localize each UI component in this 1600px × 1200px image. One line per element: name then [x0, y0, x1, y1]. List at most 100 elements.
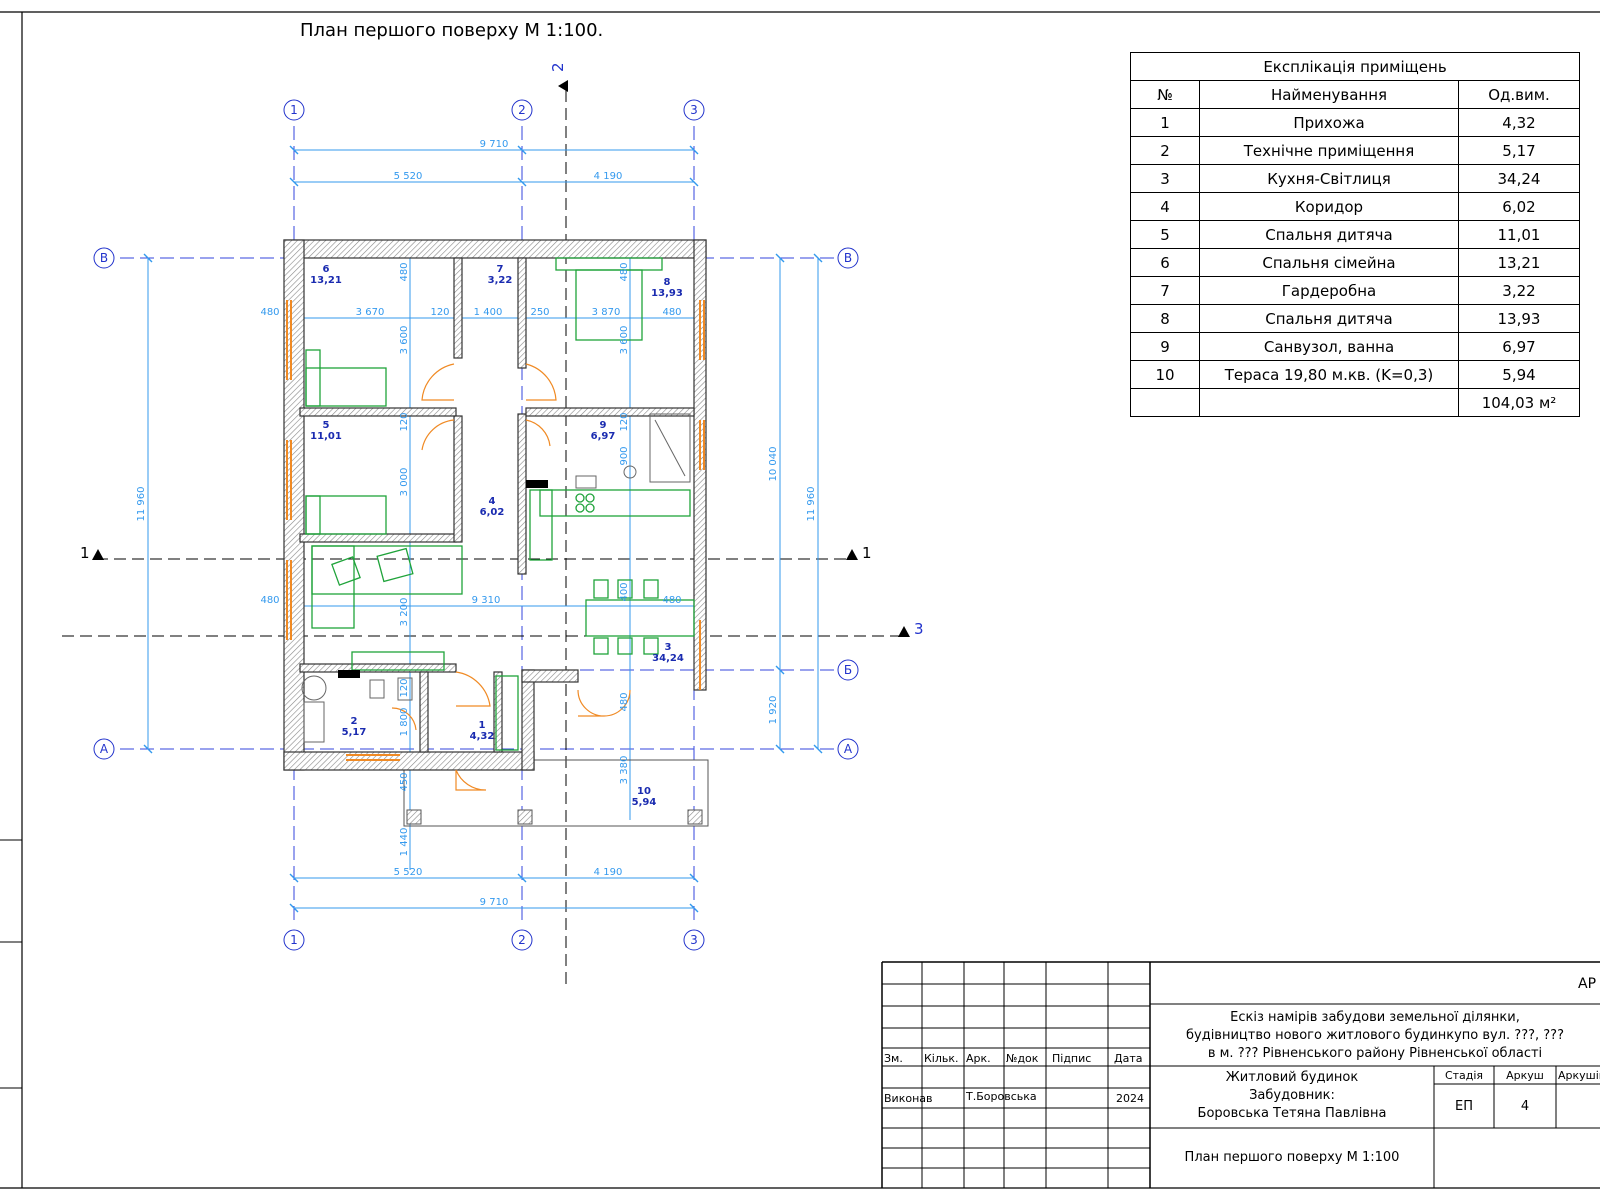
axis-bubble	[511, 99, 533, 121]
dim-3200: 3 200	[399, 598, 410, 627]
dim-250: 250	[530, 307, 549, 318]
cell-area: 13,93	[1458, 304, 1580, 333]
cell-no: 1	[1130, 108, 1200, 137]
dim-3000: 3 000	[399, 468, 410, 497]
walls	[283, 239, 707, 771]
axis-bubble	[283, 99, 305, 121]
dim-9310: 9 310	[472, 595, 501, 606]
room-number-1: 1	[479, 720, 486, 731]
dim-480-right-2: 480	[662, 595, 681, 606]
header-sheet: Арк.	[966, 1052, 991, 1065]
dim-480-right: 480	[662, 307, 681, 318]
cell-name: Кухня-Світлиця	[1199, 164, 1459, 193]
building-line-1: Житловий будинок	[1225, 1070, 1359, 1085]
dim-inner-height: 10 040	[768, 447, 779, 482]
room-area-8: 13,93	[651, 288, 683, 299]
dim-1400: 1 400	[474, 307, 503, 318]
axis-bubble	[837, 659, 859, 681]
building-line-2: Забудовник:	[1249, 1088, 1335, 1103]
cell-no: 10	[1130, 360, 1200, 389]
doors	[391, 363, 631, 791]
cell-name: Технічне приміщення	[1199, 136, 1459, 165]
stage-value: ЕП	[1455, 1099, 1473, 1114]
axis-bubble	[683, 99, 705, 121]
dim-480-top-right: 480	[619, 262, 630, 281]
dim-total-height: 11 960	[136, 487, 147, 522]
room-area-2: 5,17	[342, 727, 367, 738]
table-total-row: 104,03 м²	[1130, 388, 1580, 417]
header-change: Зм.	[884, 1052, 903, 1065]
dim-3870: 3 870	[592, 307, 621, 318]
axis-label-2-top: 2	[518, 103, 526, 117]
room-number-3: 3	[665, 642, 672, 653]
dimension-lines	[147, 149, 819, 909]
section-mark-2: 2	[549, 62, 567, 72]
dim-480-left-2: 480	[260, 595, 279, 606]
terrace	[403, 759, 709, 827]
dim-left-span-top: 5 520	[394, 171, 423, 182]
dim-120-c: 120	[399, 678, 410, 697]
explication-title: Експлікація приміщень	[1130, 52, 1580, 81]
room-number-6: 6	[323, 264, 330, 275]
cell-no: 9	[1130, 332, 1200, 361]
cell-no: 2	[1130, 136, 1200, 165]
dim-120-b: 120	[619, 412, 630, 431]
dim-1440: 1 440	[399, 828, 410, 857]
room-area-3: 34,24	[652, 653, 684, 664]
dim-3600-right: 3 600	[619, 326, 630, 355]
dim-480-top-left: 480	[399, 262, 410, 281]
room-number-8: 8	[664, 277, 671, 288]
dim-total-height-right: 11 960	[806, 487, 817, 522]
cell-area: 5,94	[1458, 360, 1580, 389]
dim-450: 450	[399, 772, 410, 791]
axis-label-2-bottom: 2	[518, 933, 526, 947]
header-signature: Підпис	[1052, 1052, 1092, 1065]
cell-no: 3	[1130, 164, 1200, 193]
cell-area: 5,17	[1458, 136, 1580, 165]
axis-bubble	[837, 738, 859, 760]
cell-name: Тераса 19,80 м.кв. (K=0,3)	[1199, 360, 1459, 389]
dim-480-terrace: 480	[619, 692, 630, 711]
dim-900: 900	[619, 446, 630, 465]
axis-label-v-right: В	[844, 251, 852, 265]
sheets-label: Аркушів	[1558, 1069, 1600, 1082]
author-year: 2024	[1116, 1092, 1144, 1105]
dim-lower-height: 1 920	[768, 696, 779, 725]
axis-label-1-top: 1	[290, 103, 298, 117]
sanitary-fixtures	[301, 413, 691, 743]
room-number-7: 7	[497, 264, 504, 275]
room-area-9: 6,97	[591, 431, 616, 442]
building-line-3: Боровська Тетяна Павлівна	[1197, 1106, 1387, 1121]
section-mark-1-left: 1	[80, 544, 90, 562]
dimension-ticks	[143, 145, 823, 913]
dim-total-width-top: 9 710	[480, 139, 509, 150]
room-area-10: 5,94	[632, 797, 657, 808]
dim-3600-left: 3 600	[399, 326, 410, 355]
sheet-title: План першого поверху М 1:100	[1184, 1150, 1400, 1165]
explication-header-name: Найменування	[1199, 80, 1459, 109]
stove-icons	[338, 480, 548, 678]
stage-label: Стадія	[1444, 1069, 1484, 1082]
title-block-corner: АР	[1578, 976, 1597, 992]
room-area-6: 13,21	[310, 275, 342, 286]
windows	[286, 300, 705, 761]
axis-bubble	[683, 929, 705, 951]
author-name: Т.Боровська	[966, 1090, 1037, 1103]
axis-bubble	[511, 929, 533, 951]
axis-label-a-right: А	[844, 742, 853, 756]
dim-400: 400	[619, 582, 630, 601]
room-area-1: 4,32	[470, 731, 495, 742]
dim-right-span-top: 4 190	[594, 171, 623, 182]
room-number-9: 9	[600, 420, 607, 431]
room-area-4: 6,02	[480, 507, 505, 518]
room-area-7: 3,22	[488, 275, 513, 286]
